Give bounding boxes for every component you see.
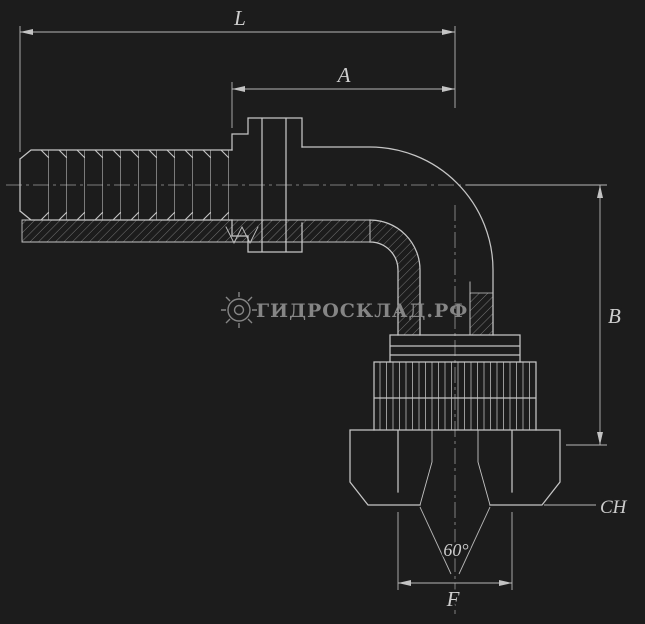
dimension-l-label: L (233, 6, 246, 30)
dimension-ch-label: CH (600, 497, 628, 518)
dimension-ch: CH (544, 495, 630, 521)
cone-angle-label: 60° (443, 540, 468, 560)
elbow-bore-left-contour (369, 219, 421, 336)
section-hatch-right-wall (469, 292, 494, 336)
dimension-a-label: A (336, 63, 351, 87)
watermark-logo-icon (221, 292, 257, 328)
dimension-f: F (397, 512, 513, 614)
hose-barb-tail (19, 149, 233, 221)
dimension-f-label: F (446, 587, 460, 611)
swivel-nut-crown (373, 334, 537, 431)
elbow-body (301, 146, 494, 336)
section-hatch-tail-wall (21, 219, 371, 243)
crimp-collar (225, 117, 303, 253)
elbow-outer-contour (301, 146, 494, 336)
hex-nut (349, 429, 561, 506)
elbow-inner-contour (369, 241, 399, 336)
cone-angle-construction: 60° (419, 506, 491, 575)
watermark-text: ГИДРОСКЛАД.РФ (256, 300, 468, 322)
watermark: ГИДРОСКЛАД.РФ (221, 292, 468, 328)
nut-grip-serrations (374, 362, 536, 430)
dimension-a: A (231, 61, 455, 128)
dimension-l: L (19, 4, 456, 152)
barb-ribs (31, 150, 232, 220)
cone-seat (419, 429, 491, 506)
nut-sleeve-ridges (389, 334, 521, 363)
dimension-b: B (466, 184, 624, 446)
dimension-b-label: B (608, 304, 621, 328)
crimp-notch-zigzag (225, 225, 259, 245)
